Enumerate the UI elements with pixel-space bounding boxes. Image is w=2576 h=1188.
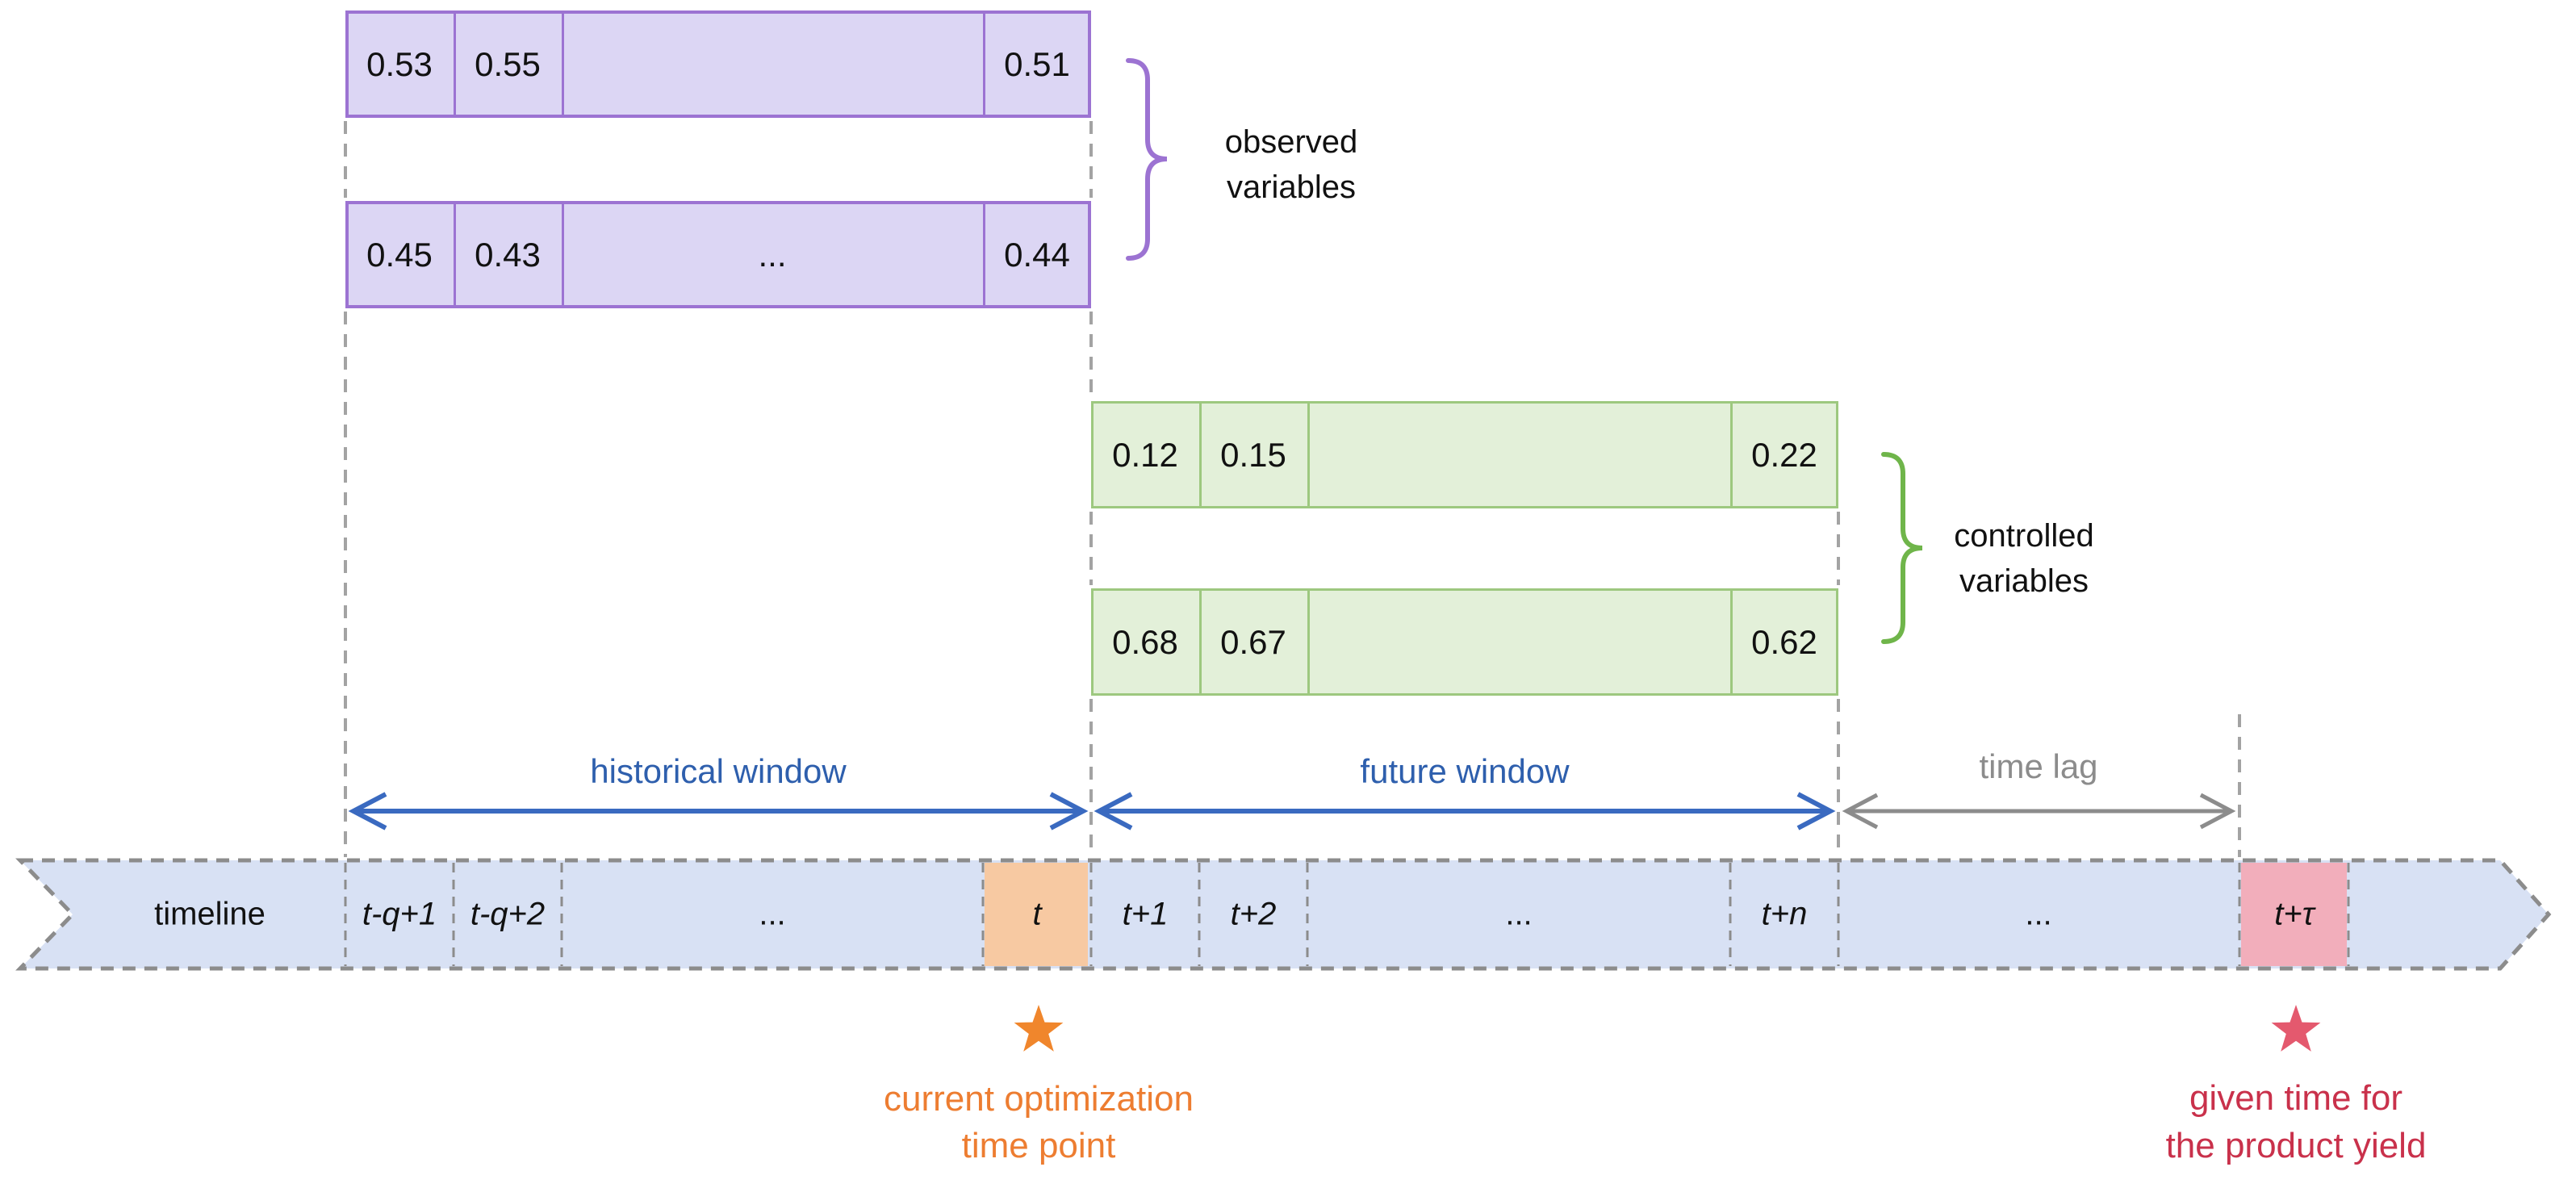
timeline-separators: [344, 863, 2350, 966]
controlled-value: 0.15: [1220, 435, 1286, 474]
guide-lines: [344, 121, 2241, 857]
current-optimization-caption-line1: current optimization: [884, 1079, 1194, 1119]
observed-row-2: 0.45 0.43 ... 0.44: [345, 201, 1091, 308]
observed-value: 0.43: [475, 235, 541, 274]
timeline-cell-ellipsis-future: ...: [1505, 896, 1533, 932]
timeline-title: timeline: [154, 896, 266, 932]
observed-value: ...: [758, 235, 787, 274]
timeline-cell-ellipsis-lag: ...: [2025, 896, 2052, 932]
observed-value: 0.53: [366, 44, 433, 83]
cell-separator: [454, 14, 456, 115]
time-lag-arrow: [1842, 793, 2236, 830]
timeline-band: [15, 858, 2552, 971]
future-window-label: future window: [1360, 752, 1570, 790]
time-lag-label: time lag: [1979, 747, 2098, 785]
controlled-value: 0.62: [1751, 622, 1817, 661]
timeline-cell-t-tau: t+τ: [2274, 896, 2315, 932]
cell-separator: [1730, 591, 1733, 693]
given-time-caption-line2: the product yield: [2165, 1126, 2427, 1165]
observed-value: 0.51: [1004, 44, 1070, 83]
controlled-value: 0.12: [1112, 435, 1178, 474]
observed-value: 0.45: [366, 235, 433, 274]
historical-window-label: historical window: [590, 752, 847, 790]
cell-separator: [562, 14, 564, 115]
cell-separator: [1199, 591, 1202, 693]
cell-separator: [983, 14, 985, 115]
cell-separator: [562, 204, 564, 305]
controlled-value: 0.67: [1220, 622, 1286, 661]
observed-label-line2: variables: [1226, 169, 1357, 205]
controlled-value: 0.68: [1112, 622, 1178, 661]
star-icon: [1014, 1005, 1064, 1052]
timeline-cell-t2: t+2: [1230, 896, 1277, 932]
timeline-cell-t: t: [1032, 896, 1042, 932]
timeline-cell-t-q2: t-q+2: [470, 896, 546, 932]
current-optimization-caption-line2: time point: [961, 1126, 1116, 1165]
controlled-label-line2: variables: [1959, 563, 2089, 599]
controlled-row-2: 0.68 0.67 0.62: [1091, 588, 1838, 696]
future-window-arrow: [1094, 792, 1836, 830]
controlled-label-line1: controlled: [1954, 518, 2094, 554]
timeline-cell-t-highlight: [985, 863, 1088, 966]
observed-brace: [1126, 58, 1168, 261]
timeline-cell-tn: t+n: [1761, 896, 1808, 932]
observed-variables-label: observed variables: [1225, 119, 1358, 210]
observed-label-line1: observed: [1224, 124, 1358, 160]
cell-separator: [454, 204, 456, 305]
cell-separator: [1307, 404, 1310, 506]
cell-separator: [1307, 591, 1310, 693]
observed-value: 0.44: [1004, 235, 1070, 274]
cell-separator: [983, 204, 985, 305]
timeline-cell-t1: t+1: [1122, 896, 1169, 932]
controlled-value: 0.22: [1751, 435, 1817, 474]
timeline-cell-ellipsis-historical: ...: [759, 896, 786, 932]
controlled-brace: [1881, 452, 1923, 644]
observed-row-1: 0.53 0.55 0.51: [345, 10, 1091, 118]
given-time-caption-line1: given time for: [2189, 1078, 2403, 1118]
cell-separator: [1730, 404, 1733, 506]
star-icon: [2271, 1005, 2321, 1052]
historical-window-arrow: [348, 792, 1089, 830]
controlled-row-1: 0.12 0.15 0.22: [1091, 401, 1838, 508]
timeline-cell-t-tau-highlight: [2241, 863, 2347, 966]
controlled-variables-label: controlled variables: [1954, 513, 2093, 604]
cell-separator: [1199, 404, 1202, 506]
observed-value: 0.55: [475, 44, 541, 83]
timeline-cell-t-q1: t-q+1: [362, 896, 437, 932]
